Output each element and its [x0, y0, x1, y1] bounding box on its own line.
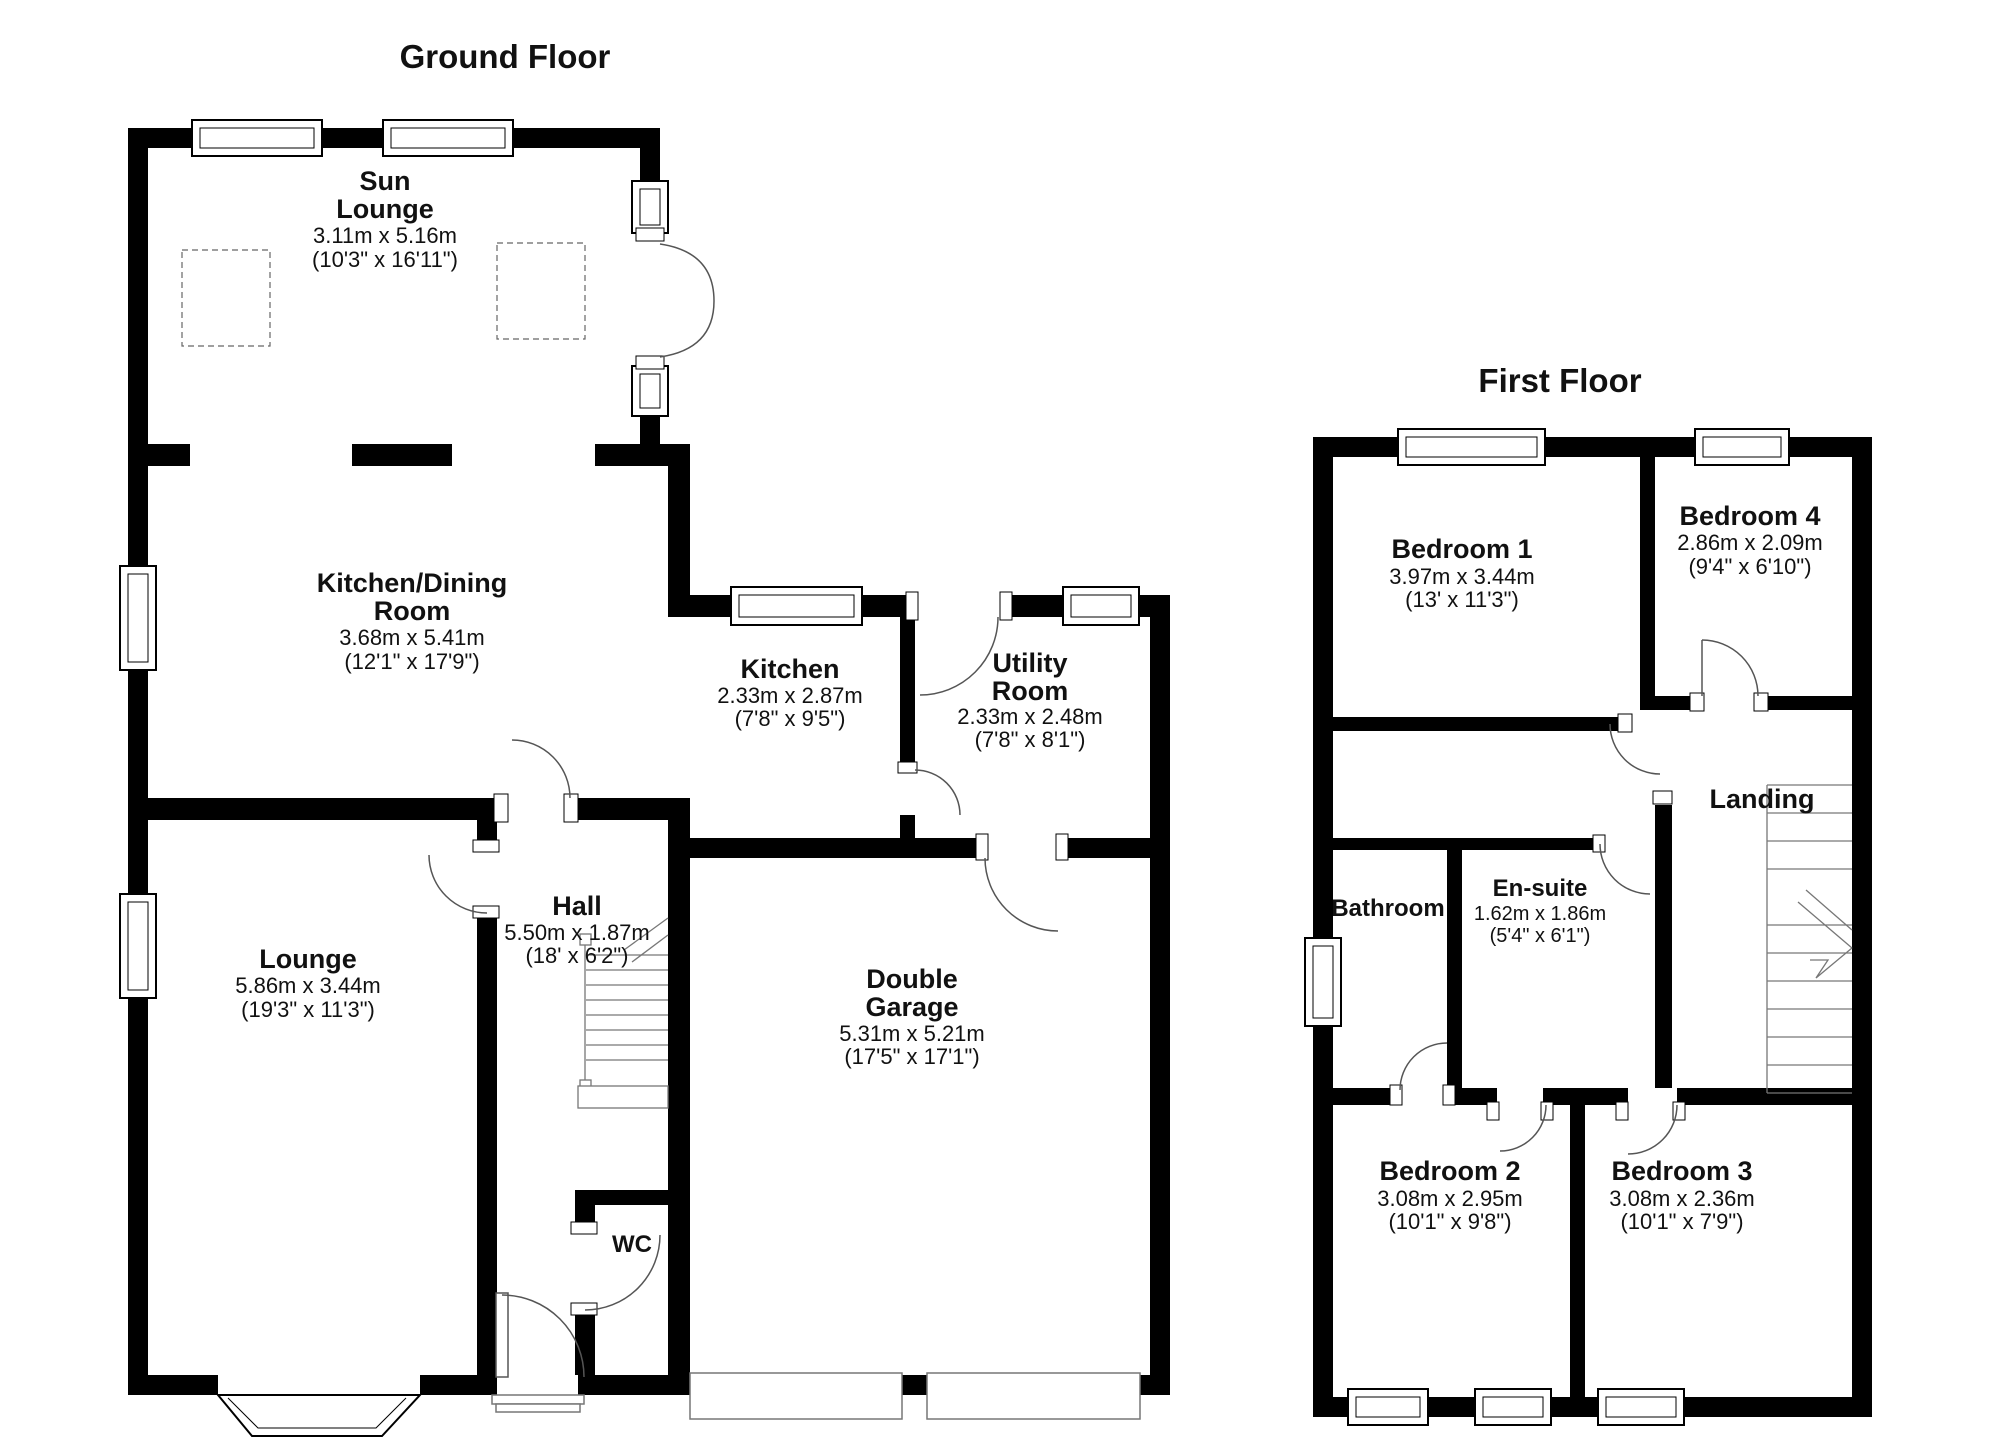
- room-label-lounge: Lounge: [259, 944, 356, 974]
- room-label-utility: Room: [992, 676, 1069, 706]
- window: [191, 119, 323, 157]
- ensuite-door: [1592, 834, 1651, 895]
- room-dim-garage: (17'5" x 17'1"): [844, 1044, 979, 1069]
- room-label-kitchen-dining: Kitchen/Dining: [317, 568, 508, 598]
- bedroom4-door: [1689, 639, 1769, 712]
- bedroom2-door: [1486, 1101, 1554, 1152]
- room-label-bathroom: Bathroom: [1331, 895, 1444, 922]
- staircase-ground: [577, 917, 669, 1109]
- room-dim-utility: 2.33m x 2.48m: [957, 704, 1103, 729]
- window: [1347, 1388, 1429, 1426]
- bedroom1-door: [1609, 713, 1673, 805]
- front-door: [491, 1292, 585, 1413]
- bathroom-door: [1389, 1042, 1456, 1106]
- first-floor-plan: First Floor Bedroom 1 3.97m x 3.44m (13'…: [1304, 362, 1872, 1426]
- garage-door: [926, 1372, 1141, 1420]
- window: [1397, 428, 1546, 466]
- hall-dining-door: [493, 739, 579, 823]
- first-floor-openings: [1400, 696, 1758, 1105]
- kitchen-utility-door: [897, 761, 961, 816]
- room-label-wc: WC: [612, 1231, 652, 1258]
- room-label-bedroom3: Bedroom 3: [1611, 1156, 1752, 1186]
- room-label-sun-lounge: Lounge: [336, 194, 433, 224]
- room-label-garage: Garage: [865, 992, 958, 1022]
- room-label-bedroom1: Bedroom 1: [1391, 534, 1532, 564]
- room-label-landing: Landing: [1710, 784, 1815, 814]
- window: [119, 893, 157, 999]
- room-label-utility: Utility: [992, 648, 1067, 678]
- room-dim-bedroom3: 3.08m x 2.36m: [1609, 1186, 1755, 1211]
- room-dim-lounge: (19'3" x 11'3"): [241, 997, 375, 1022]
- bedroom3-door: [1615, 1101, 1686, 1155]
- window: [730, 586, 863, 626]
- room-label-bedroom2: Bedroom 2: [1379, 1156, 1520, 1186]
- window: [119, 565, 157, 671]
- room-dim-bedroom4: 2.86m x 2.09m: [1677, 530, 1823, 555]
- room-label-kitchen-dining: Room: [374, 596, 451, 626]
- staircase-first: [1766, 784, 1853, 1094]
- room-label-garage: Double: [866, 964, 958, 994]
- room-dim-kitchen-dining: (12'1" x 17'9"): [344, 649, 479, 674]
- room-label-ensuite: En-suite: [1493, 875, 1588, 902]
- room-label-bedroom4: Bedroom 4: [1679, 501, 1820, 531]
- window: [1474, 1388, 1552, 1426]
- window: [631, 180, 669, 234]
- room-dim-lounge: 5.86m x 3.44m: [235, 973, 381, 998]
- room-dim-kitchen: (7'8" x 9'5"): [735, 706, 846, 731]
- ground-floor-labels: Ground Floor Sun Lounge 3.11m x 5.16m (1…: [235, 38, 1103, 1258]
- room-dim-bedroom1: (13' x 11'3"): [1405, 587, 1519, 612]
- ground-floor-plan: Ground Floor Sun Lounge 3.11m x 5.16m (1…: [119, 38, 1170, 1437]
- back-door: [905, 591, 1013, 696]
- hall-lounge-door: [428, 839, 500, 919]
- room-dim-bedroom1: 3.97m x 3.44m: [1389, 564, 1535, 589]
- window: [1597, 1388, 1685, 1426]
- window: [382, 119, 514, 157]
- room-dim-hall: (18' x 6'2"): [525, 943, 628, 968]
- room-dim-sun-lounge: (10'3" x 16'11"): [312, 247, 458, 272]
- room-dim-bedroom2: (10'1" x 9'8"): [1388, 1209, 1511, 1234]
- room-label-sun-lounge: Sun: [360, 166, 411, 196]
- garage-door: [689, 1372, 903, 1420]
- french-door: [635, 227, 715, 370]
- dashed-square: [181, 249, 271, 347]
- dashed-square: [496, 242, 586, 340]
- first-floor-labels: First Floor Bedroom 1 3.97m x 3.44m (13'…: [1331, 362, 1822, 1234]
- room-dim-utility: (7'8" x 8'1"): [975, 727, 1086, 752]
- wc-door: [570, 1221, 661, 1316]
- room-dim-kitchen: 2.33m x 2.87m: [717, 683, 863, 708]
- bay-window: [215, 1394, 423, 1437]
- ground-floor-openings: [218, 240, 1060, 1395]
- window: [1694, 428, 1790, 466]
- room-dim-bedroom3: (10'1" x 7'9"): [1620, 1209, 1743, 1234]
- room-dim-hall: 5.50m x 1.87m: [504, 920, 650, 945]
- utility-garage-door: [975, 833, 1069, 932]
- window: [1062, 586, 1140, 626]
- ground-floor-title: Ground Floor: [400, 38, 611, 75]
- window: [1304, 937, 1342, 1027]
- room-label-kitchen: Kitchen: [740, 654, 839, 684]
- room-dim-bedroom2: 3.08m x 2.95m: [1377, 1186, 1523, 1211]
- room-dim-bedroom4: (9'4" x 6'10"): [1688, 554, 1811, 579]
- first-floor-title: First Floor: [1478, 362, 1641, 399]
- window: [631, 365, 669, 417]
- room-dim-sun-lounge: 3.11m x 5.16m: [313, 223, 457, 248]
- room-dim-kitchen-dining: 3.68m x 5.41m: [339, 625, 485, 650]
- room-label-hall: Hall: [552, 891, 602, 921]
- room-dim-garage: 5.31m x 5.21m: [839, 1021, 985, 1046]
- room-dim-ensuite: 1.62m x 1.86m: [1474, 903, 1606, 925]
- room-dim-ensuite: (5'4" x 6'1"): [1490, 925, 1591, 947]
